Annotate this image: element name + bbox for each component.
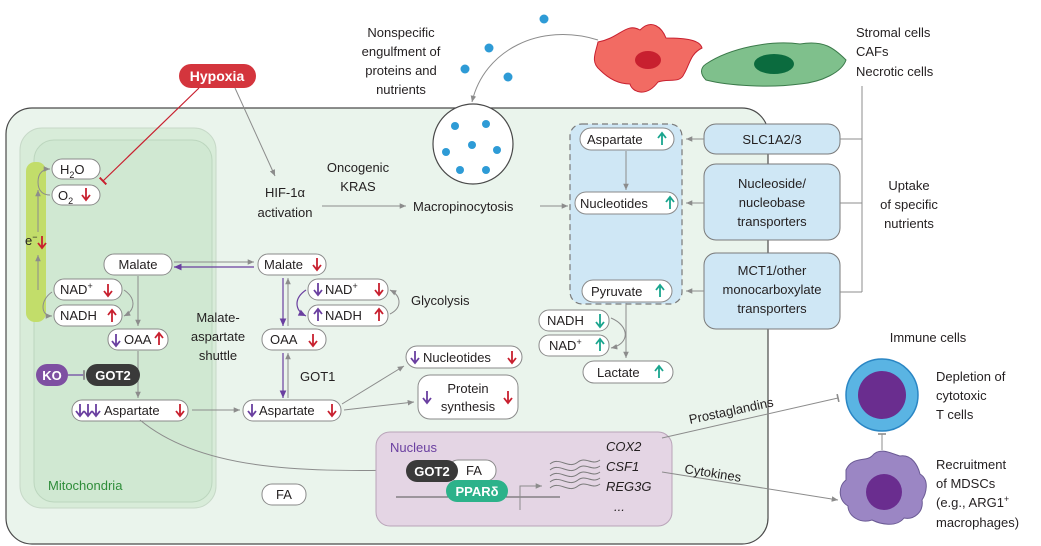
protein-synthesis: Protein synthesis (441, 381, 496, 414)
depletion-text: Depletion of cytotoxic T cells (936, 369, 1006, 422)
svg-text:nutrients: nutrients (376, 82, 426, 97)
malate-mito: Malate (118, 257, 157, 272)
recruitment-text: Recruitment of MDSCs (e.g., ARG1+ macrop… (936, 457, 1019, 530)
malate-cyto: Malate (264, 257, 303, 272)
svg-text:REG3G: REG3G (606, 479, 652, 494)
nucleus-region (375, 431, 673, 527)
got2-mito-label: GOT2 (95, 368, 130, 383)
svg-text:CSF1: CSF1 (606, 459, 639, 474)
engulfment-text: Nonspecific engulfment of proteins and n… (362, 25, 441, 97)
ko-badge (36, 364, 68, 386)
immune-title: Immune cells (890, 330, 967, 345)
gene-list: COX2 CSF1 REG3G ... (606, 439, 652, 514)
svg-text:Oncogenic: Oncogenic (327, 160, 390, 175)
lactate-label: Lactate (597, 365, 640, 380)
nad-lactate: NAD+ (549, 337, 582, 353)
svg-text:of MDSCs: of MDSCs (936, 476, 996, 491)
shuttle-text: Malate- aspartate shuttle (191, 310, 245, 363)
fa-nucleus: FA (466, 463, 482, 478)
svg-text:transporters: transporters (737, 301, 807, 316)
svg-text:Protein: Protein (447, 381, 488, 396)
svg-text:proteins and: proteins and (365, 63, 437, 78)
svg-text:HIF-1α: HIF-1α (265, 185, 306, 200)
nadh-lactate: NADH (547, 313, 584, 328)
svg-text:CAFs: CAFs (856, 44, 889, 59)
svg-text:engulfment of: engulfment of (362, 44, 441, 59)
svg-text:monocarboxylate: monocarboxylate (723, 282, 822, 297)
nad-mito: NAD+ (60, 281, 93, 297)
got2-nucleus-label: GOT2 (414, 464, 449, 479)
fa-cyto: FA (276, 487, 292, 502)
nucleus-label: Nucleus (390, 440, 437, 455)
svg-text:nucleobase: nucleobase (739, 195, 806, 210)
svg-text:...: ... (614, 499, 625, 514)
svg-text:Malate-: Malate- (196, 310, 239, 325)
kras-text: Oncogenic KRAS (327, 160, 390, 194)
svg-text:transporters: transporters (737, 214, 807, 229)
nucleotides-cyto: Nucleotides (423, 350, 491, 365)
ppar-label: PPARδ (455, 484, 498, 499)
inner-membrane (26, 162, 46, 322)
svg-text:of specific: of specific (880, 197, 938, 212)
svg-text:Nonspecific: Nonspecific (367, 25, 435, 40)
aspartate-mito: Aspartate (104, 403, 160, 418)
svg-text:aspartate: aspartate (191, 329, 245, 344)
glycolysis-label: Glycolysis (411, 293, 470, 308)
svg-text:Stromal cells: Stromal cells (856, 25, 931, 40)
svg-text:Recruitment: Recruitment (936, 457, 1006, 472)
h2o-label: H2O (60, 162, 85, 180)
macropinosome-dots (442, 120, 501, 174)
mct-transporter: MCT1/other monocarboxylate transporters (723, 263, 822, 316)
nucleoside-transporter: Nucleoside/ nucleobase transporters (737, 176, 807, 229)
macropinocytosis-label: Macropinocytosis (413, 199, 514, 214)
svg-text:activation: activation (258, 205, 313, 220)
ppar-badge (446, 480, 508, 502)
svg-text:MCT1/other: MCT1/other (738, 263, 807, 278)
svg-text:nutrients: nutrients (884, 216, 934, 231)
mitochondria-label: Mitochondria (48, 478, 123, 493)
stromal-text: Stromal cells CAFs Necrotic cells (856, 25, 934, 79)
svg-text:Necrotic cells: Necrotic cells (856, 64, 934, 79)
svg-text:shuttle: shuttle (199, 348, 237, 363)
svg-text:macrophages): macrophages) (936, 515, 1019, 530)
svg-text:Nucleoside/: Nucleoside/ (738, 176, 806, 191)
o2-label: O2 (58, 188, 73, 206)
svg-text:synthesis: synthesis (441, 399, 496, 414)
ko-label: KO (42, 368, 62, 383)
nutrient-dots (460, 14, 549, 82)
svg-text:COX2: COX2 (606, 439, 642, 454)
got2-mito (86, 364, 140, 386)
got1-label: GOT1 (300, 369, 335, 384)
svg-text:T cells: T cells (936, 407, 974, 422)
oaa-cyto: OAA (270, 332, 298, 347)
svg-text:Depletion of: Depletion of (936, 369, 1006, 384)
nad-cyto: NAD+ (325, 281, 358, 297)
nadh-mito: NADH (60, 308, 97, 323)
svg-text:cytotoxic: cytotoxic (936, 388, 987, 403)
hif-text: HIF-1α activation (258, 185, 313, 220)
pyruvate-uptake: Pyruvate (591, 284, 642, 299)
oaa-mito: OAA (124, 332, 152, 347)
svg-text:Uptake: Uptake (888, 178, 929, 193)
svg-text:KRAS: KRAS (340, 179, 376, 194)
uptake-text: Uptake of specific nutrients (880, 178, 938, 231)
nadh-cyto: NADH (325, 308, 362, 323)
electron-label: e− (25, 232, 38, 248)
nucleotides-uptake: Nucleotides (580, 196, 648, 211)
hypoxia-badge (179, 64, 256, 88)
got2-nucleus (406, 460, 458, 482)
svg-text:(e.g., ARG1+: (e.g., ARG1+ (936, 494, 1009, 510)
mrna-squiggles (549, 459, 601, 490)
slc-transporter: SLC1A2/3 (742, 132, 801, 147)
hypoxia-label: Hypoxia (190, 68, 245, 84)
aspartate-uptake: Aspartate (587, 132, 643, 147)
aspartate-cyto: Aspartate (259, 403, 315, 418)
